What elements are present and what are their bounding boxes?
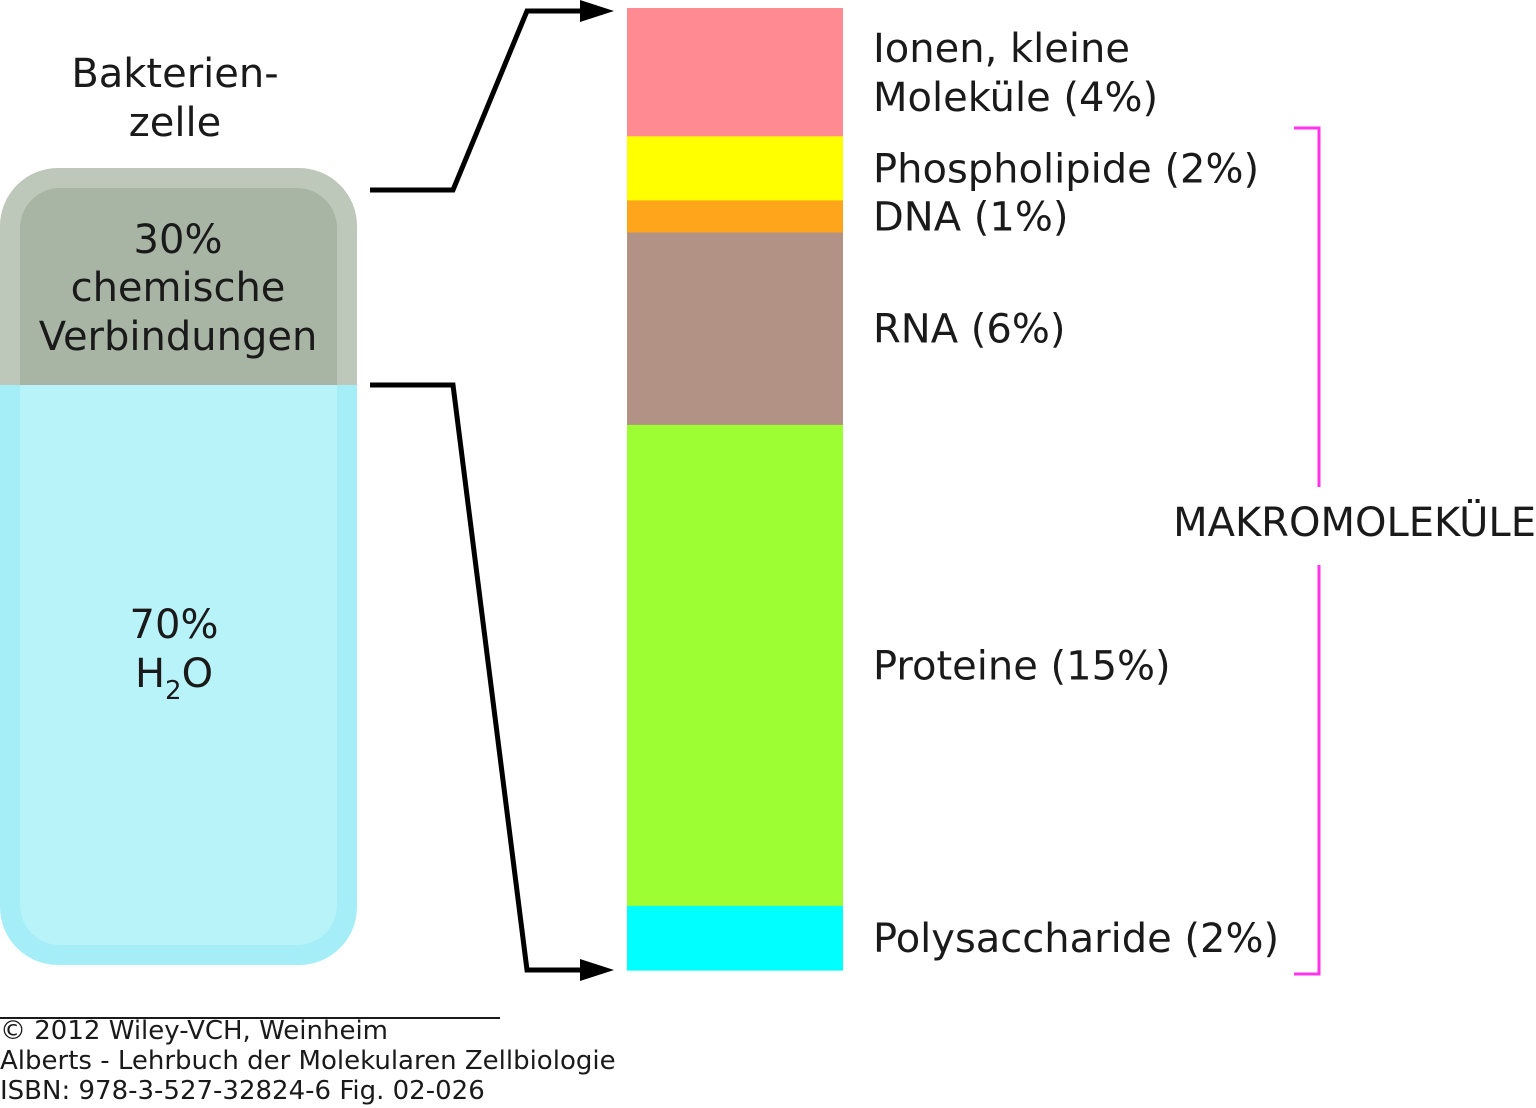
breakdown-label-line1: Ionen, kleine	[873, 26, 1130, 72]
water-percent: 70%	[130, 602, 219, 648]
breakdown-segment	[627, 200, 843, 234]
credit-line-3: ISBN: 978-3-527-32824-6 Fig. 02-026	[0, 1076, 485, 1106]
breakdown-label-line2: Moleküle (4%)	[873, 75, 1158, 121]
arrowhead-bottom	[580, 959, 614, 981]
breakdown-segment	[627, 424, 843, 907]
bacterial-cell	[0, 168, 357, 965]
arrowhead-top	[580, 0, 614, 22]
water-formula-o: O	[182, 651, 213, 697]
bracket-lower	[1294, 565, 1321, 976]
breakdown-label: Polysaccharide (2%)	[873, 916, 1279, 962]
breakdown-segment	[627, 136, 843, 201]
breakdown-column	[627, 8, 843, 971]
macromolecule-bracket	[1294, 126, 1321, 976]
water-formula-sub: 2	[165, 676, 182, 706]
credit-divider	[0, 1017, 500, 1019]
connector-bottom	[370, 382, 585, 973]
expansion-connectors	[370, 8, 585, 973]
breakdown-segment	[627, 8, 843, 137]
bracket-upper	[1294, 126, 1321, 487]
breakdown-segment	[627, 232, 843, 426]
chemicals-label-line2: Verbindungen	[39, 314, 318, 360]
cell-title-line1: Bakterien-	[71, 51, 278, 97]
chemicals-region-fill	[20, 260, 337, 385]
cell-title-line2: zelle	[129, 100, 221, 146]
credit-line-2: Alberts - Lehrbuch der Molekularen Zellb…	[0, 1046, 616, 1076]
breakdown-segment	[627, 905, 843, 971]
credit-line-1: © 2012 Wiley-VCH, Weinheim	[0, 1016, 388, 1046]
water-region-fill	[20, 385, 337, 865]
breakdown-label: DNA (1%)	[873, 194, 1068, 240]
breakdown-label: Phospholipide (2%)	[873, 146, 1259, 192]
connector-top	[370, 8, 585, 193]
breakdown-label: Proteine (15%)	[873, 643, 1171, 689]
macromolecules-label: MAKROMOLEKÜLE	[1173, 498, 1536, 546]
chemicals-label-line1: chemische	[71, 265, 286, 311]
breakdown-label: RNA (6%)	[873, 307, 1065, 353]
water-formula-h: H	[135, 651, 165, 697]
water-formula: H2O	[135, 651, 213, 706]
chemicals-percent: 30%	[134, 217, 223, 263]
